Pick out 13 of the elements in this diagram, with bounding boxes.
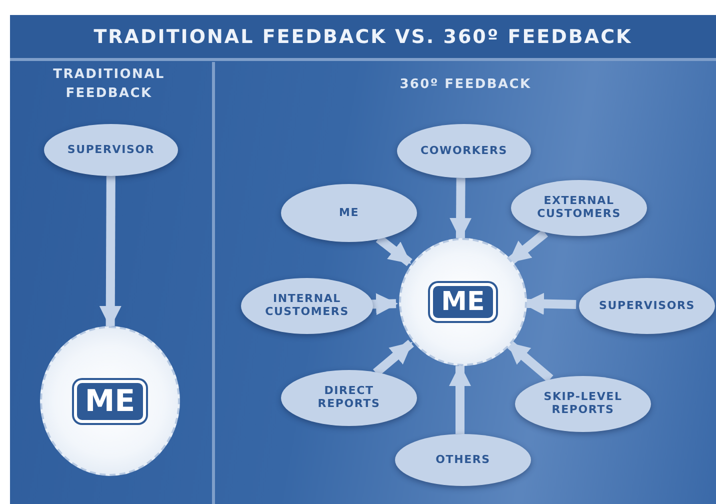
arrow — [450, 178, 472, 240]
title-banner: TRADITIONAL FEEDBACK VS. 360º FEEDBACK — [10, 15, 716, 61]
arrow — [370, 293, 398, 316]
panel-heading: 360º FEEDBACK — [398, 76, 532, 94]
arrow — [506, 340, 554, 382]
panel-heading: TRADITIONAL FEEDBACK — [52, 66, 166, 103]
arrow — [506, 229, 548, 266]
arrow — [99, 176, 122, 328]
center-label: ME — [430, 282, 496, 322]
center-label: ME — [74, 380, 146, 422]
panel — [212, 62, 716, 504]
arrow — [449, 364, 471, 434]
arrow — [372, 340, 414, 376]
